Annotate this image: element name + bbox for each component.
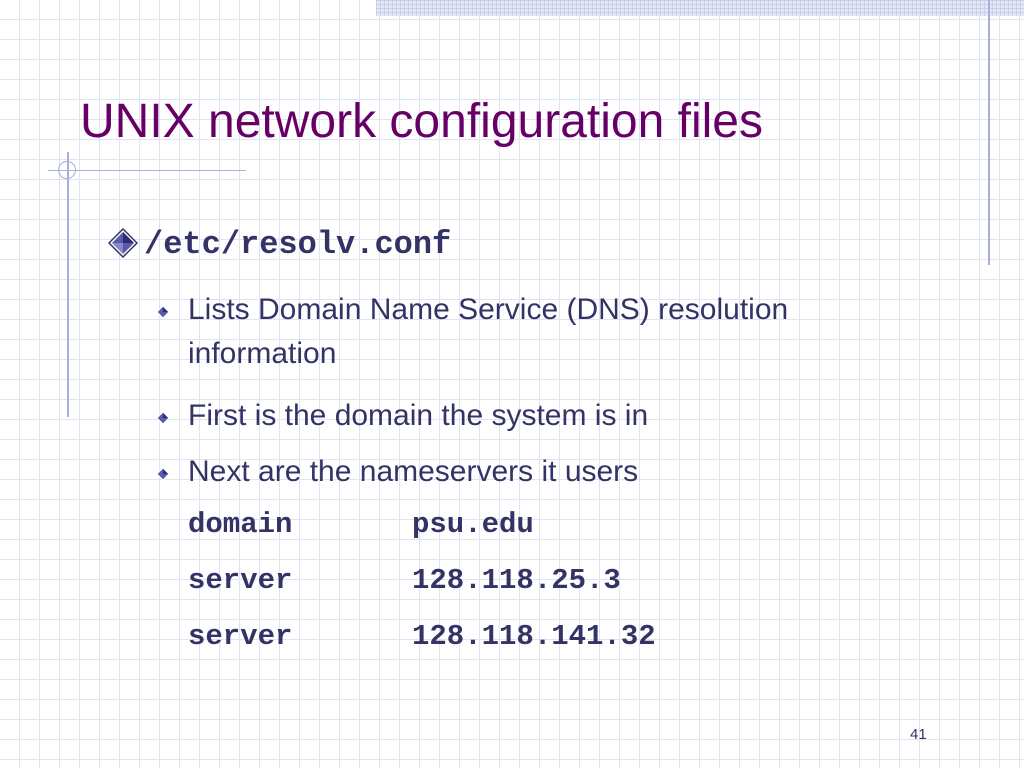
slide-number: 41 [910, 726, 927, 743]
config-line-server-1: server 128.118.25.3 [188, 564, 621, 597]
crosshair-ornament [58, 161, 76, 179]
config-line-domain: domain psu.edu [188, 508, 534, 541]
title-underline-rule [48, 170, 246, 171]
config-value: 128.118.141.32 [412, 620, 656, 653]
config-line-server-2: server 128.118.141.32 [188, 620, 656, 653]
top-decorative-band [376, 0, 1024, 16]
config-value: psu.edu [412, 508, 534, 541]
small-diamond-bullet-icon [156, 411, 170, 425]
left-vertical-rule [67, 152, 69, 417]
bullet-config-path: /etc/resolv.conf [144, 226, 452, 263]
slide-title: UNIX network configuration files [80, 95, 763, 148]
sub-bullet-nameservers: Next are the nameservers it users [188, 455, 639, 488]
small-diamond-bullet-icon [156, 467, 170, 481]
config-value: 128.118.25.3 [412, 564, 621, 597]
sub-bullet-dns: Lists Domain Name Service (DNS) resoluti… [188, 293, 789, 370]
sub-bullet-domain: First is the domain the system is in [188, 399, 649, 432]
right-vertical-rule [988, 0, 990, 265]
config-keyword: server [188, 620, 293, 653]
diamond-bullet-icon [108, 228, 138, 258]
small-diamond-bullet-icon [156, 305, 170, 319]
config-keyword: domain [188, 508, 293, 541]
config-keyword: server [188, 564, 293, 597]
